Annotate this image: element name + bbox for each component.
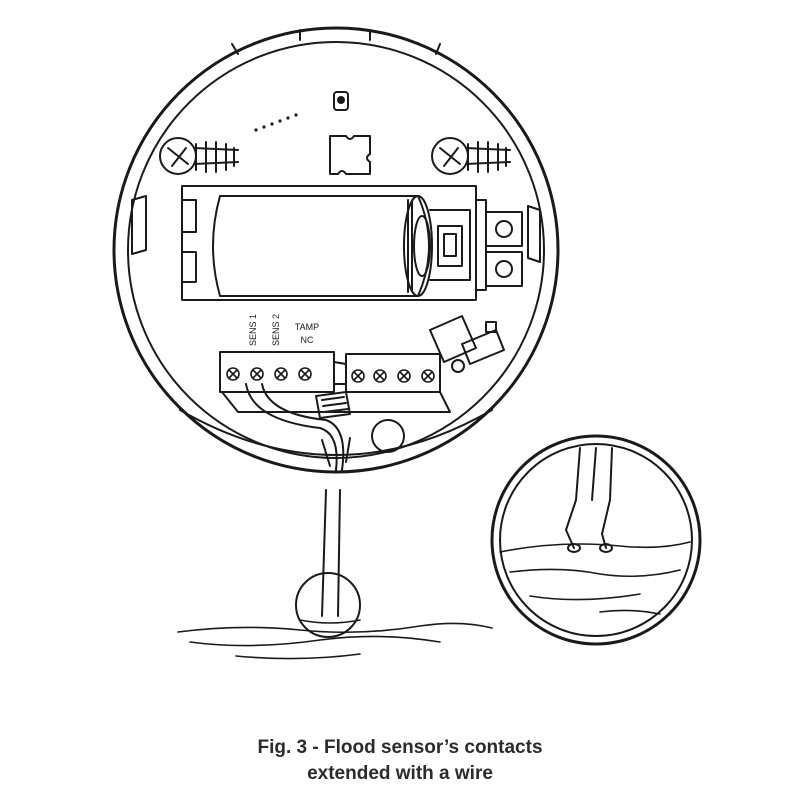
extension-wire — [321, 489, 341, 617]
tamper-switch — [429, 315, 505, 373]
terminal-block — [219, 351, 451, 413]
label-nc: NC — [301, 335, 314, 345]
figure-caption-line2: extended with a wire — [307, 763, 493, 784]
label-tamp: TAMP — [295, 322, 319, 332]
zoom-wire-cable — [565, 447, 613, 553]
wire-nut — [315, 391, 351, 419]
zoom-marker-circle — [295, 572, 361, 638]
battery-holder — [181, 185, 487, 301]
side-switch-bottom — [485, 251, 523, 287]
mounting-screw-left — [159, 137, 239, 175]
label-sens2: SENS 2 — [271, 314, 281, 346]
housing-notch-top — [231, 29, 441, 55]
housing-inner-ring — [127, 41, 545, 459]
internal-wire — [245, 383, 405, 471]
pcb-test-dots — [254, 113, 298, 132]
housing-outer-ring — [112, 26, 560, 474]
side-switch-top — [485, 211, 523, 247]
reed-switch-pad — [329, 135, 371, 175]
wire-grommet — [371, 419, 405, 453]
housing-clip-left — [131, 195, 147, 255]
sensor-housing — [112, 26, 560, 474]
zoom-detail-inner-ring — [499, 443, 693, 637]
led-indicator — [333, 91, 349, 111]
zoom-detail-circle — [490, 434, 702, 646]
figure-caption-line1: Fig. 3 - Flood sensor’s contacts — [257, 737, 543, 758]
label-sens1: SENS 1 — [248, 314, 258, 346]
terminal-screws — [226, 367, 435, 383]
battery-contact-clip — [429, 209, 471, 281]
mounting-screw-right — [431, 137, 511, 175]
zoom-water-surface — [499, 541, 691, 615]
housing-clip-right — [527, 205, 541, 263]
battery-cell — [212, 195, 433, 297]
water-surface — [177, 619, 493, 660]
